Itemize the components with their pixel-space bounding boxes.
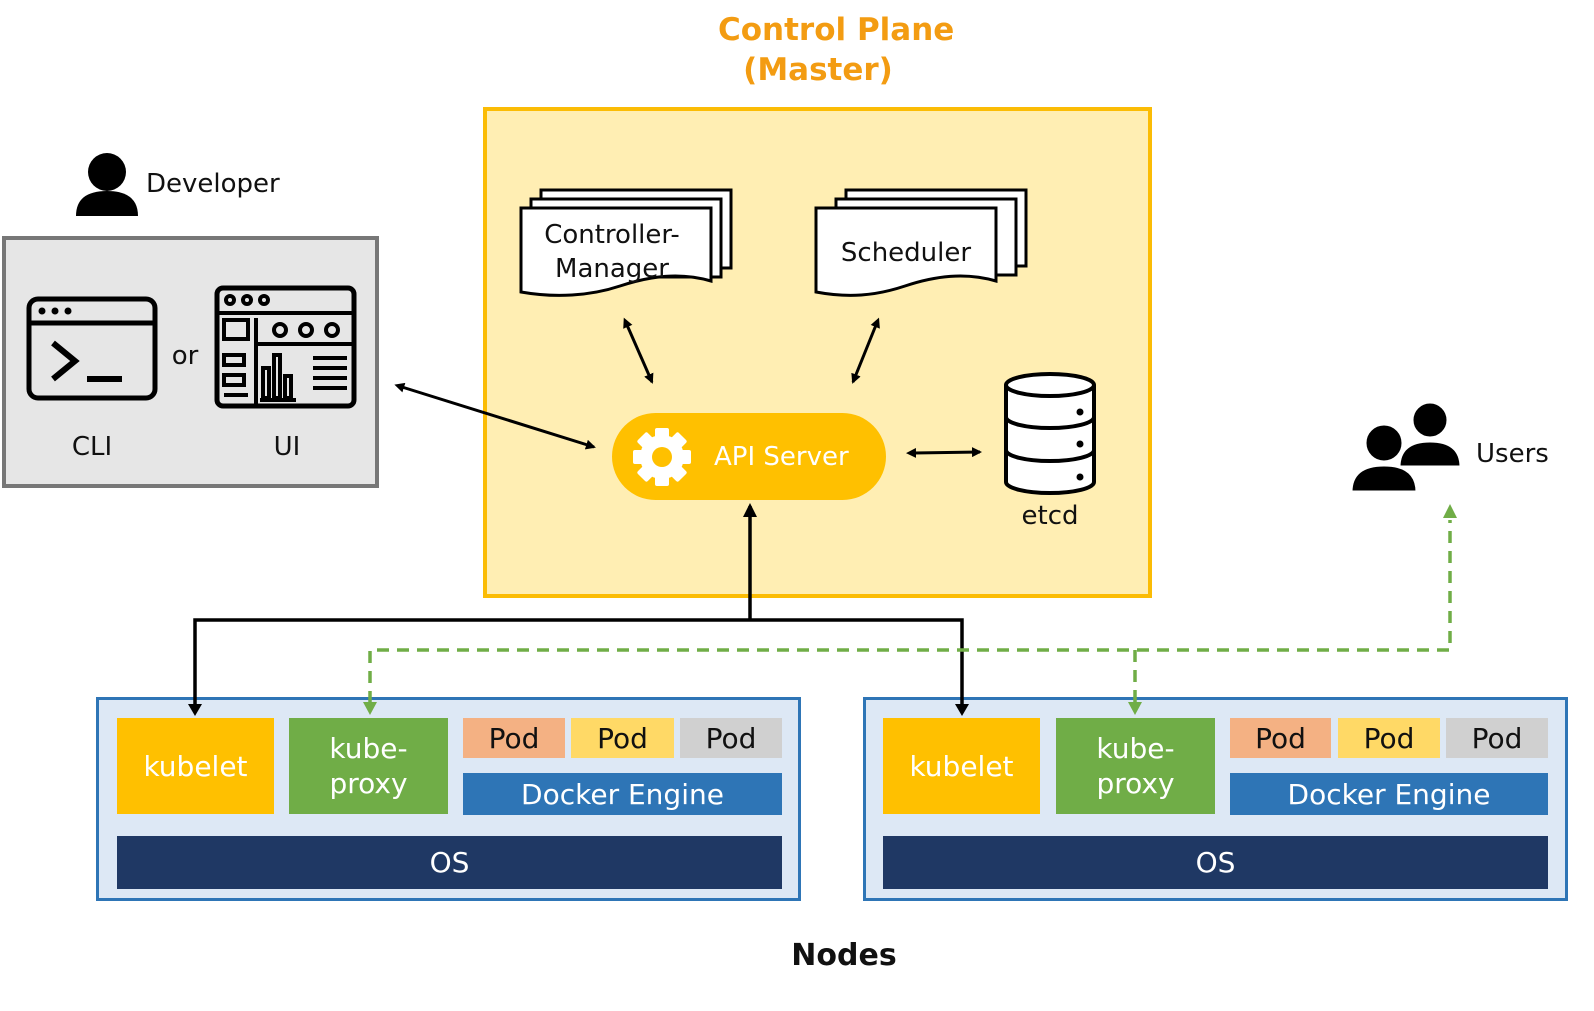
pod-2-2: Pod — [1338, 718, 1440, 758]
kubelet-box-2: kubelet — [883, 718, 1040, 814]
kube-proxy-label-1-line2: proxy — [329, 767, 408, 800]
pod-label-2-3: Pod — [1471, 721, 1523, 755]
os-label-1: OS — [429, 846, 470, 879]
kubelet-label-1: kubelet — [143, 749, 248, 783]
pod-1-3: Pod — [680, 718, 782, 758]
docker-engine-label-1: Docker Engine — [521, 777, 724, 811]
os-box-1: OS — [117, 836, 782, 889]
kube-proxy-box-2: kube- proxy — [1056, 718, 1215, 814]
control-plane-title-line2: (Master) — [743, 52, 893, 88]
kube-proxy-box-1: kube- proxy — [289, 718, 448, 814]
developer-person-icon — [76, 153, 138, 216]
controller-manager-shape — [519, 188, 733, 297]
kubelet-api-connector — [193, 503, 964, 704]
kube-proxy-label-2-line1: kube- — [1096, 732, 1175, 765]
docker-engine-box-2: Docker Engine — [1230, 773, 1548, 815]
etcd-label: etcd — [1021, 501, 1079, 531]
arrow-api-etcd — [906, 447, 982, 458]
pod-2-1: Pod — [1230, 718, 1331, 758]
pod-1-2: Pod — [571, 718, 674, 758]
arrow-developer-api — [394, 382, 596, 450]
kubelet-label-2: kubelet — [909, 749, 1014, 783]
nodes-title: Nodes — [791, 938, 897, 973]
scheduler-shape — [814, 188, 1028, 297]
pod-2-3: Pod — [1446, 718, 1548, 758]
api-server-label: API Server — [714, 442, 849, 472]
cli-label: CLI — [71, 432, 113, 462]
control-plane-title: Control Plane (Master) — [718, 10, 955, 90]
os-label-2: OS — [1195, 846, 1236, 879]
pod-label-2-2: Pod — [1363, 721, 1415, 755]
arrow-to-kube-proxy-2 — [1128, 702, 1142, 715]
docker-engine-label-2: Docker Engine — [1287, 777, 1491, 811]
users-label: Users — [1476, 439, 1549, 469]
terminal-icon — [26, 296, 158, 401]
controller-manager-label-line1: Controller- — [544, 220, 680, 250]
kube-proxy-label-2-line2: proxy — [1096, 767, 1175, 800]
pod-label-1-3: Pod — [705, 721, 757, 755]
pod-label-1-2: Pod — [597, 721, 648, 755]
kubelet-box-1: kubelet — [117, 718, 274, 814]
database-icon — [1004, 372, 1096, 495]
arrow-to-kubelet-2 — [955, 704, 969, 716]
pod-label-1-1: Pod — [488, 721, 540, 755]
gear-icon — [633, 428, 691, 486]
dashboard-icon — [214, 285, 357, 409]
developer-panel — [2, 236, 379, 488]
pod-label-2-1: Pod — [1255, 721, 1306, 755]
docker-engine-box-1: Docker Engine — [463, 773, 782, 815]
arrow-to-users — [1443, 504, 1457, 518]
arrow-to-kube-proxy-1 — [363, 702, 377, 715]
kube-proxy-label-1-line1: kube- — [329, 732, 408, 765]
control-plane-title-line1: Control Plane — [718, 12, 955, 48]
scheduler-label: Scheduler — [840, 238, 972, 268]
arrow-to-kubelet-1 — [188, 704, 202, 716]
os-box-2: OS — [883, 836, 1548, 889]
controller-manager-label-line2: Manager — [555, 254, 669, 284]
traffic-connector — [368, 520, 1452, 703]
pod-1-1: Pod — [463, 718, 565, 758]
ui-label: UI — [273, 432, 301, 462]
developer-label: Developer — [146, 169, 280, 199]
users-icon — [1349, 400, 1463, 494]
or-label: or — [171, 341, 199, 371]
arrow-scheduler-api — [851, 317, 880, 384]
arrow-controller-api — [623, 317, 654, 384]
controller-manager-label: Controller- Manager — [521, 218, 703, 286]
